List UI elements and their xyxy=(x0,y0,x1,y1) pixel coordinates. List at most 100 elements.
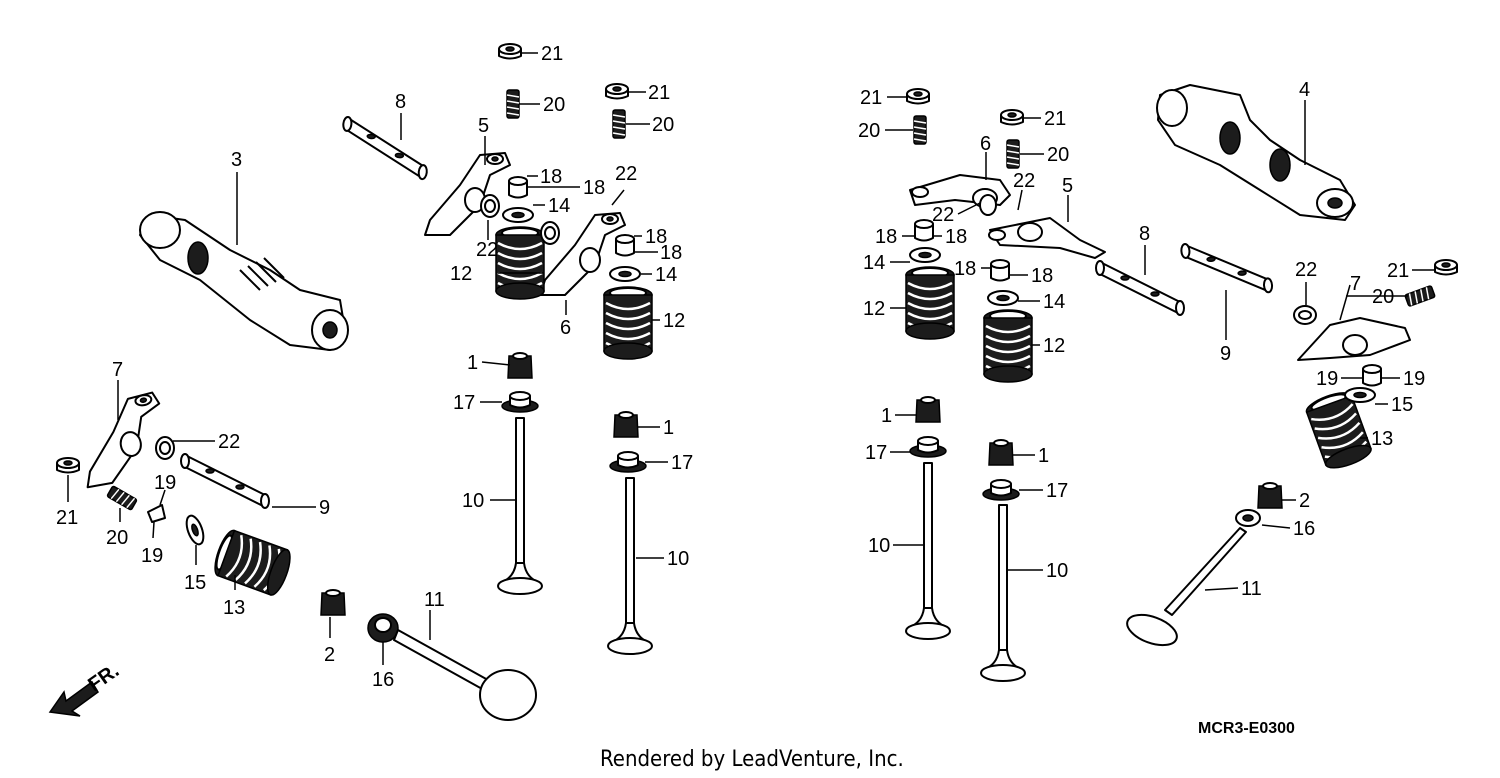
callout-1: 1 xyxy=(663,417,674,439)
shim-19-right xyxy=(1362,364,1382,387)
callout-7: 7 xyxy=(1350,273,1361,295)
stem-seal-1-left-a xyxy=(507,352,533,379)
callout-20: 20 xyxy=(543,94,565,116)
camshaft-right xyxy=(1156,84,1356,221)
callout-10: 10 xyxy=(667,548,689,570)
callout-18: 18 xyxy=(645,226,667,248)
callout-12: 12 xyxy=(863,298,885,320)
rocker-arm-5-left xyxy=(424,152,511,236)
rocker-shaft-8-left xyxy=(337,115,433,181)
intake-valve-10-right-b xyxy=(980,504,1026,682)
callout-6: 6 xyxy=(560,317,571,339)
screw-20-right-b xyxy=(1006,139,1020,169)
callout-22: 22 xyxy=(615,163,637,185)
callout-numbers: 21 20 21 20 3 8 5 18 18 14 22 12 22 18 1… xyxy=(56,43,1425,691)
callout-18: 18 xyxy=(945,226,967,248)
callout-9: 9 xyxy=(319,497,330,519)
diagram-code: MCR3-E0300 xyxy=(1198,720,1295,737)
shim-18-left-a xyxy=(508,176,528,199)
washer-22-left-c xyxy=(155,436,175,460)
valve-spring-13-left xyxy=(209,526,296,599)
stem-seal-1-right-a xyxy=(915,396,941,423)
callout-21: 21 xyxy=(648,82,670,104)
callout-14: 14 xyxy=(548,195,570,217)
callout-1: 1 xyxy=(1038,445,1049,467)
nut-21-right-a xyxy=(906,88,930,105)
washer-22-left-a xyxy=(480,194,500,218)
callout-17: 17 xyxy=(671,452,693,474)
screw-20-right-c xyxy=(1404,284,1436,308)
callout-18: 18 xyxy=(660,242,682,264)
callout-18: 18 xyxy=(540,166,562,188)
callout-5: 5 xyxy=(1062,175,1073,197)
callout-21: 21 xyxy=(56,507,78,529)
callout-11: 11 xyxy=(424,589,445,611)
valve-spring-12-left-b xyxy=(602,285,654,361)
callout-10: 10 xyxy=(1046,560,1068,582)
callout-12: 12 xyxy=(1043,335,1065,357)
callout-20: 20 xyxy=(1372,286,1394,308)
exhaust-valve-11-right xyxy=(1126,527,1247,647)
callout-7: 7 xyxy=(112,359,123,381)
callout-17: 17 xyxy=(865,442,887,464)
nut-21-right-b xyxy=(1000,109,1024,126)
spring-seat-14-right-b xyxy=(987,290,1019,306)
callout-16: 16 xyxy=(372,669,394,691)
callout-22: 22 xyxy=(476,239,498,261)
nut-21-left-c xyxy=(56,457,80,474)
callout-4: 4 xyxy=(1299,79,1310,101)
rocker-arm-5-right xyxy=(988,217,1106,259)
callout-17: 17 xyxy=(1046,480,1068,502)
callout-22: 22 xyxy=(932,204,954,226)
callout-19: 19 xyxy=(1403,368,1425,390)
screw-20-left-b xyxy=(612,109,626,139)
callout-14: 14 xyxy=(863,252,885,274)
callout-21: 21 xyxy=(1044,108,1066,130)
valve-spring-12-left-a xyxy=(494,225,546,301)
shim-18-right-a xyxy=(914,219,934,242)
callout-22: 22 xyxy=(1013,170,1035,192)
callout-8: 8 xyxy=(395,91,406,113)
callout-22: 22 xyxy=(218,431,240,453)
washer-22-left-b xyxy=(540,221,560,245)
intake-valve-10-right-a xyxy=(905,462,951,640)
spring-seat-14-left-b xyxy=(609,266,641,282)
callout-16: 16 xyxy=(1293,518,1315,540)
retainer-16-left xyxy=(367,613,399,643)
seal-2-right xyxy=(1257,482,1283,509)
screw-20-left-a xyxy=(506,89,520,119)
exhaust-valve-11-left xyxy=(393,629,537,721)
screw-20-left-c xyxy=(106,485,138,511)
intake-valve-10-left-b xyxy=(607,477,653,655)
callout-11: 11 xyxy=(1241,578,1262,600)
nut-21-left-a xyxy=(498,43,522,60)
rocker-shaft-9-right xyxy=(1179,237,1274,300)
callout-6: 6 xyxy=(980,133,991,155)
washer-22-right-a xyxy=(1293,305,1317,325)
stem-seal-1-right-b xyxy=(988,439,1014,466)
callout-14: 14 xyxy=(655,264,677,286)
callout-21: 21 xyxy=(541,43,563,65)
callout-12: 12 xyxy=(663,310,685,332)
callout-12: 12 xyxy=(450,263,472,285)
nut-21-left-b xyxy=(605,83,629,100)
spring-seat-14-right-a xyxy=(909,247,941,263)
callout-18: 18 xyxy=(954,258,976,280)
valve-spring-12-right-b xyxy=(982,308,1034,384)
screw-20-right-a xyxy=(913,115,927,145)
callout-10: 10 xyxy=(462,490,484,512)
callout-14: 14 xyxy=(1043,291,1065,313)
callout-3: 3 xyxy=(231,149,242,171)
callout-19: 19 xyxy=(154,472,176,494)
callout-21: 21 xyxy=(1387,260,1409,282)
shim-18-left-b xyxy=(615,234,635,257)
callout-19: 19 xyxy=(141,545,163,567)
callout-18: 18 xyxy=(1031,265,1053,287)
retainer-16-right xyxy=(1235,509,1261,527)
retainer-17-right-b xyxy=(982,479,1020,501)
washer-15-left xyxy=(182,512,208,548)
callout-19: 19 xyxy=(1316,368,1338,390)
callout-20: 20 xyxy=(1047,144,1069,166)
callout-8: 8 xyxy=(1139,223,1150,245)
